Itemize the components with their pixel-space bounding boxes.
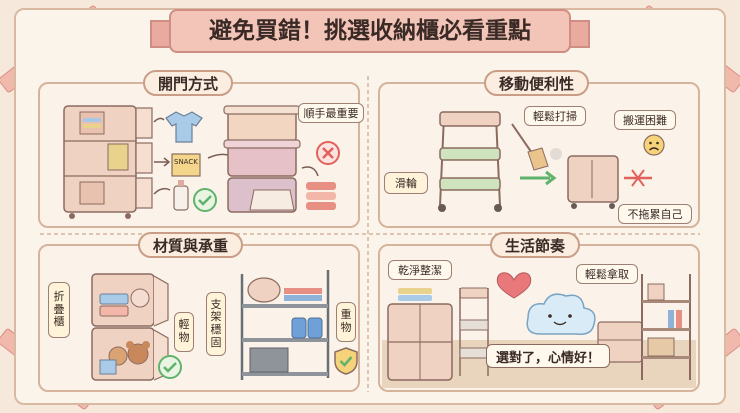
heavy-items-char-2: 物 (340, 321, 352, 334)
broom-icon (527, 147, 549, 171)
easy-clean-label: 輕鬆打掃 (524, 106, 586, 126)
slogan-label: 選對了，心情好！ (486, 344, 610, 368)
title-banner: 避免買錯！挑選收納櫃必看重點 (169, 9, 571, 53)
foldable-cabinet-char-2: 疊 (53, 302, 65, 316)
easy-access-label: 輕鬆拿取 (576, 264, 638, 284)
sad-face-icon (643, 134, 665, 156)
hard-to-move-label: 搬運困難 (614, 110, 676, 130)
check-icon (158, 355, 182, 379)
sturdy-rack-label: 支 架 穩 固 (206, 292, 226, 356)
material-illustration (91, 270, 330, 381)
sturdy-rack-char-2: 架 (210, 310, 222, 324)
wheels-label: 滑輪 (384, 172, 428, 194)
light-items-char-2: 物 (178, 331, 190, 344)
light-items-label: 輕 物 (174, 312, 194, 352)
door-style-panel-title: 開門方式 (143, 70, 234, 96)
heavy-items-char-1: 重 (340, 308, 352, 322)
sturdy-rack-char-3: 穩 (210, 323, 222, 336)
shield-check-icon (334, 347, 358, 375)
door-callout: 順手最重要 (298, 103, 364, 123)
life-rhythm-panel-title: 生活節奏 (490, 232, 581, 258)
sturdy-rack-char-4: 固 (210, 335, 222, 349)
mobility-illustration (438, 111, 652, 212)
material-load-panel-title: 材質與承重 (138, 232, 244, 258)
heart-icon (496, 272, 532, 299)
door-style-illustration (63, 105, 336, 219)
mobility-panel-title: 移動便利性 (484, 70, 590, 96)
light-items-char-1: 輕 (178, 318, 190, 332)
heavy-items-label: 重 物 (336, 302, 356, 342)
neat-tidy-label: 乾淨整潔 (388, 260, 452, 280)
snack-box-label: SNACK (174, 158, 198, 166)
page-title: 避免買錯！挑選收納櫃必看重點 (209, 17, 531, 44)
check-icon (193, 188, 217, 212)
foldable-cabinet-label: 折 疊 櫃 (48, 282, 70, 338)
sturdy-rack-char-1: 支 (210, 297, 222, 311)
cross-icon (316, 141, 340, 165)
foldable-cabinet-char-1: 折 (53, 290, 65, 304)
foldable-cabinet-char-3: 櫃 (53, 315, 65, 329)
not-burdensome-label: 不拖累自己 (618, 204, 692, 224)
